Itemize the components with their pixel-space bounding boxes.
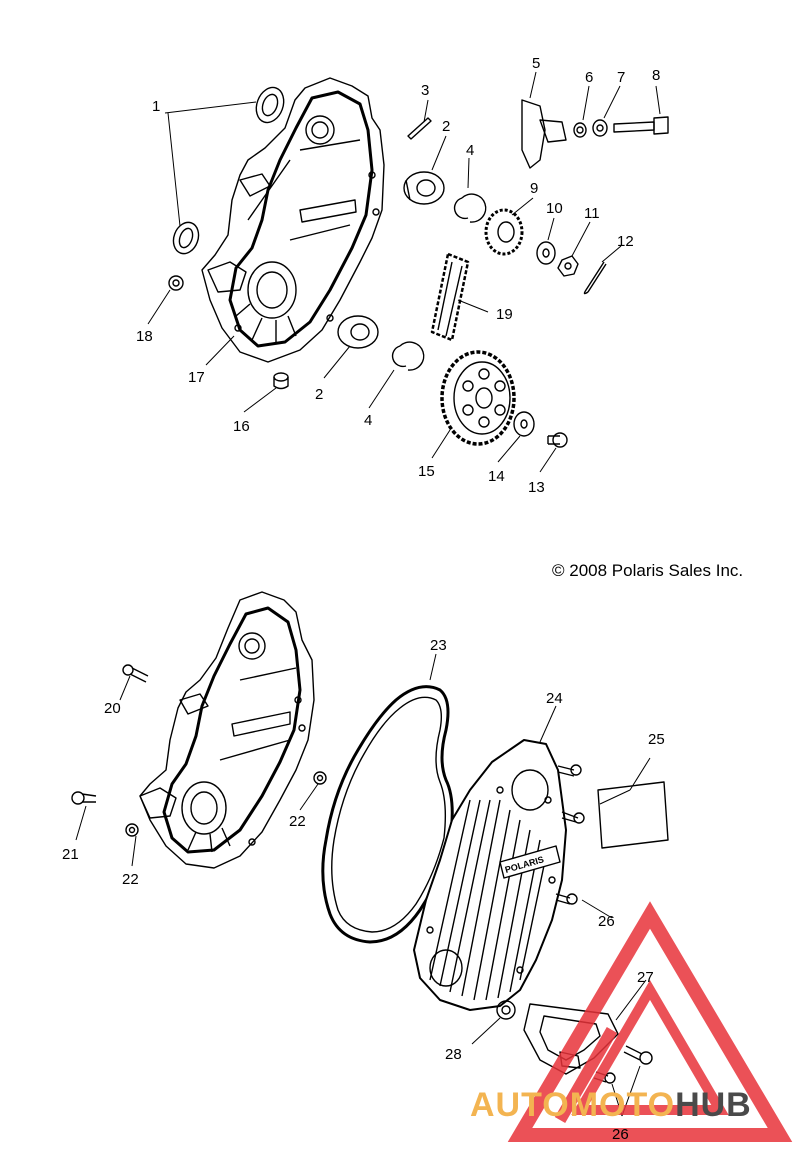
chaincase-housing-bottom — [139, 591, 315, 869]
snap-ring-lower — [391, 341, 425, 371]
callout-26-upper: 26 — [598, 913, 615, 930]
callout-21: 21 — [62, 846, 79, 863]
bolt-8 — [613, 116, 669, 135]
callout-27: 27 — [637, 969, 654, 986]
leader-lines-bottom — [75, 653, 651, 1117]
callout-22-left: 22 — [122, 871, 139, 888]
callout-15: 15 — [418, 463, 435, 480]
watermark-text-part1: AUTOMOTO — [470, 1086, 676, 1124]
cotter-pin — [583, 261, 607, 295]
callout-5: 5 — [532, 55, 540, 72]
watermark-logo-icon — [507, 901, 793, 1142]
callout-3: 3 — [421, 82, 429, 99]
bushing-28 — [496, 1000, 516, 1020]
dowel-pin — [407, 117, 432, 140]
callout-4-upper: 4 — [466, 142, 474, 159]
callout-23: 23 — [430, 637, 447, 654]
snap-ring-upper — [453, 193, 487, 223]
seal-upper — [255, 86, 285, 124]
washer-7 — [592, 119, 608, 137]
watermark-text: AUTOMOTOHUB — [470, 1086, 752, 1125]
callout-20: 20 — [104, 700, 121, 717]
bolt-13 — [547, 432, 568, 448]
callout-8: 8 — [652, 67, 660, 84]
callout-6: 6 — [585, 69, 593, 86]
watermark-text-part2: HUB — [675, 1086, 752, 1124]
warning-label — [597, 781, 669, 849]
cover-gasket — [321, 685, 454, 944]
drive-chain — [430, 252, 470, 342]
callout-11: 11 — [584, 205, 600, 222]
bolt-21 — [71, 791, 97, 805]
nut-11 — [557, 255, 579, 277]
washer-10 — [536, 241, 556, 265]
callout-14: 14 — [488, 468, 505, 485]
callout-7: 7 — [617, 69, 625, 86]
bearing-lower — [337, 315, 379, 349]
bolt-20 — [122, 664, 149, 683]
callout-12: 12 — [617, 233, 634, 250]
chain-tensioner — [521, 99, 567, 169]
nut-22-left — [125, 823, 139, 837]
nut-6 — [573, 122, 587, 138]
callout-28: 28 — [445, 1046, 462, 1063]
seal-lower — [172, 221, 200, 255]
callout-24: 24 — [546, 690, 563, 707]
bearing-upper — [403, 171, 445, 205]
drive-sprocket — [484, 208, 524, 256]
callout-13: 13 — [528, 479, 545, 496]
washer-14 — [513, 411, 535, 437]
callout-9: 9 — [530, 180, 538, 197]
callout-4-lower: 4 — [364, 412, 372, 429]
chaincase-cover — [413, 739, 567, 1011]
callout-22-right: 22 — [289, 813, 306, 830]
callout-1: 1 — [152, 98, 160, 115]
callout-2-lower: 2 — [315, 386, 323, 403]
callout-numbers: 1 3 2 4 5 6 7 8 9 10 11 12 19 18 17 2 4 … — [62, 55, 665, 1143]
nut-22-right — [313, 771, 327, 785]
callout-26-lower: 26 — [612, 1126, 629, 1143]
chaincase-housing-top — [201, 77, 385, 363]
callout-19: 19 — [496, 306, 513, 323]
nut-18 — [168, 275, 184, 291]
copyright-notice: © 2008 Polaris Sales Inc. — [552, 561, 744, 580]
callout-18: 18 — [136, 328, 153, 345]
driven-sprocket — [440, 350, 516, 446]
plug-16 — [273, 372, 289, 390]
callout-10: 10 — [546, 200, 563, 217]
callout-2-upper: 2 — [442, 118, 450, 135]
callout-25: 25 — [648, 731, 665, 748]
leader-lines-top — [147, 71, 661, 473]
callout-17: 17 — [188, 369, 205, 386]
callout-16: 16 — [233, 418, 250, 435]
